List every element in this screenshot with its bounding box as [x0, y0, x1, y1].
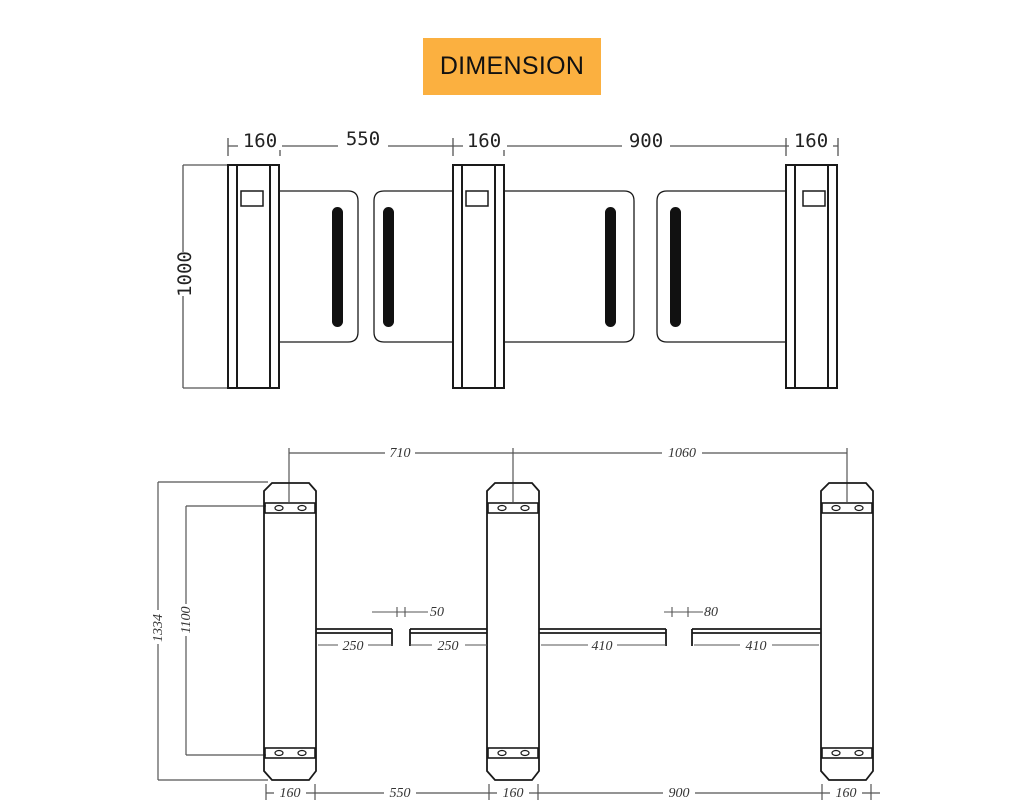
bottom-width-dimension-line	[265, 784, 880, 800]
bottom-bolt-holes	[274, 504, 864, 757]
top-glass-panel-3	[504, 190, 635, 343]
top-handle-1	[332, 207, 343, 327]
bottom-width-label-2: 550	[390, 786, 411, 800]
top-height-label: 1000	[174, 251, 196, 297]
bottom-height-label-outer: 1334	[151, 614, 166, 642]
bottom-arm-label-2: 250	[438, 639, 459, 654]
bottom-plate-left-top	[264, 502, 316, 514]
bottom-height-label-inner: 1100	[179, 607, 194, 634]
top-glass-panel-1	[279, 190, 359, 343]
top-width-label-5: 160	[794, 130, 828, 152]
bottom-top-dimension-line	[288, 448, 848, 502]
page-title: DIMENSION	[439, 52, 585, 80]
bottom-arm-left-2	[409, 628, 487, 646]
top-width-dimension-line	[227, 138, 839, 156]
bottom-width-label-1: 160	[280, 786, 301, 800]
top-width-label-2: 550	[346, 128, 380, 150]
top-pillar-left	[227, 164, 280, 389]
top-width-label-1: 160	[243, 130, 277, 152]
bottom-width-label-5: 160	[836, 786, 857, 800]
bottom-arm-right-2	[691, 628, 821, 646]
bottom-width-label-4: 900	[669, 786, 690, 800]
bottom-plate-right-bottom	[821, 747, 873, 759]
top-pillar-right	[785, 164, 838, 389]
top-width-label-3: 160	[467, 130, 501, 152]
bottom-gap-dimension-lines	[372, 607, 703, 617]
top-glass-panel-2	[373, 190, 453, 343]
bottom-plate-middle-top	[487, 502, 539, 514]
top-handle-2	[383, 207, 394, 327]
top-handle-3	[605, 207, 616, 327]
bottom-plate-left-bottom	[264, 747, 316, 759]
bottom-arm-right-1	[539, 628, 667, 646]
bottom-top-span-label-1: 710	[390, 446, 411, 461]
title-banner: DIMENSION	[423, 38, 601, 95]
bottom-arm-left-1	[316, 628, 393, 646]
top-width-label-4: 900	[629, 130, 663, 152]
bottom-view	[157, 448, 880, 800]
bottom-plate-middle-bottom	[487, 747, 539, 759]
bottom-gap-label-large: 80	[704, 605, 718, 620]
top-view	[182, 138, 839, 389]
bottom-arm-label-4: 410	[746, 639, 767, 654]
bottom-arm-label-1: 250	[343, 639, 364, 654]
bottom-pillar-left	[263, 482, 317, 781]
bottom-top-span-label-2: 1060	[668, 446, 696, 461]
top-glass-panel-4	[656, 190, 786, 343]
bottom-pillar-middle	[486, 482, 540, 781]
top-handle-4	[670, 207, 681, 327]
bottom-pillar-right	[820, 482, 874, 781]
bottom-plate-right-top	[821, 502, 873, 514]
top-pillar-middle	[452, 164, 505, 389]
bottom-width-label-3: 160	[503, 786, 524, 800]
bottom-height-dimension-lines	[157, 481, 268, 781]
bottom-arm-label-3: 410	[592, 639, 613, 654]
bottom-gap-label-small: 50	[430, 605, 444, 620]
